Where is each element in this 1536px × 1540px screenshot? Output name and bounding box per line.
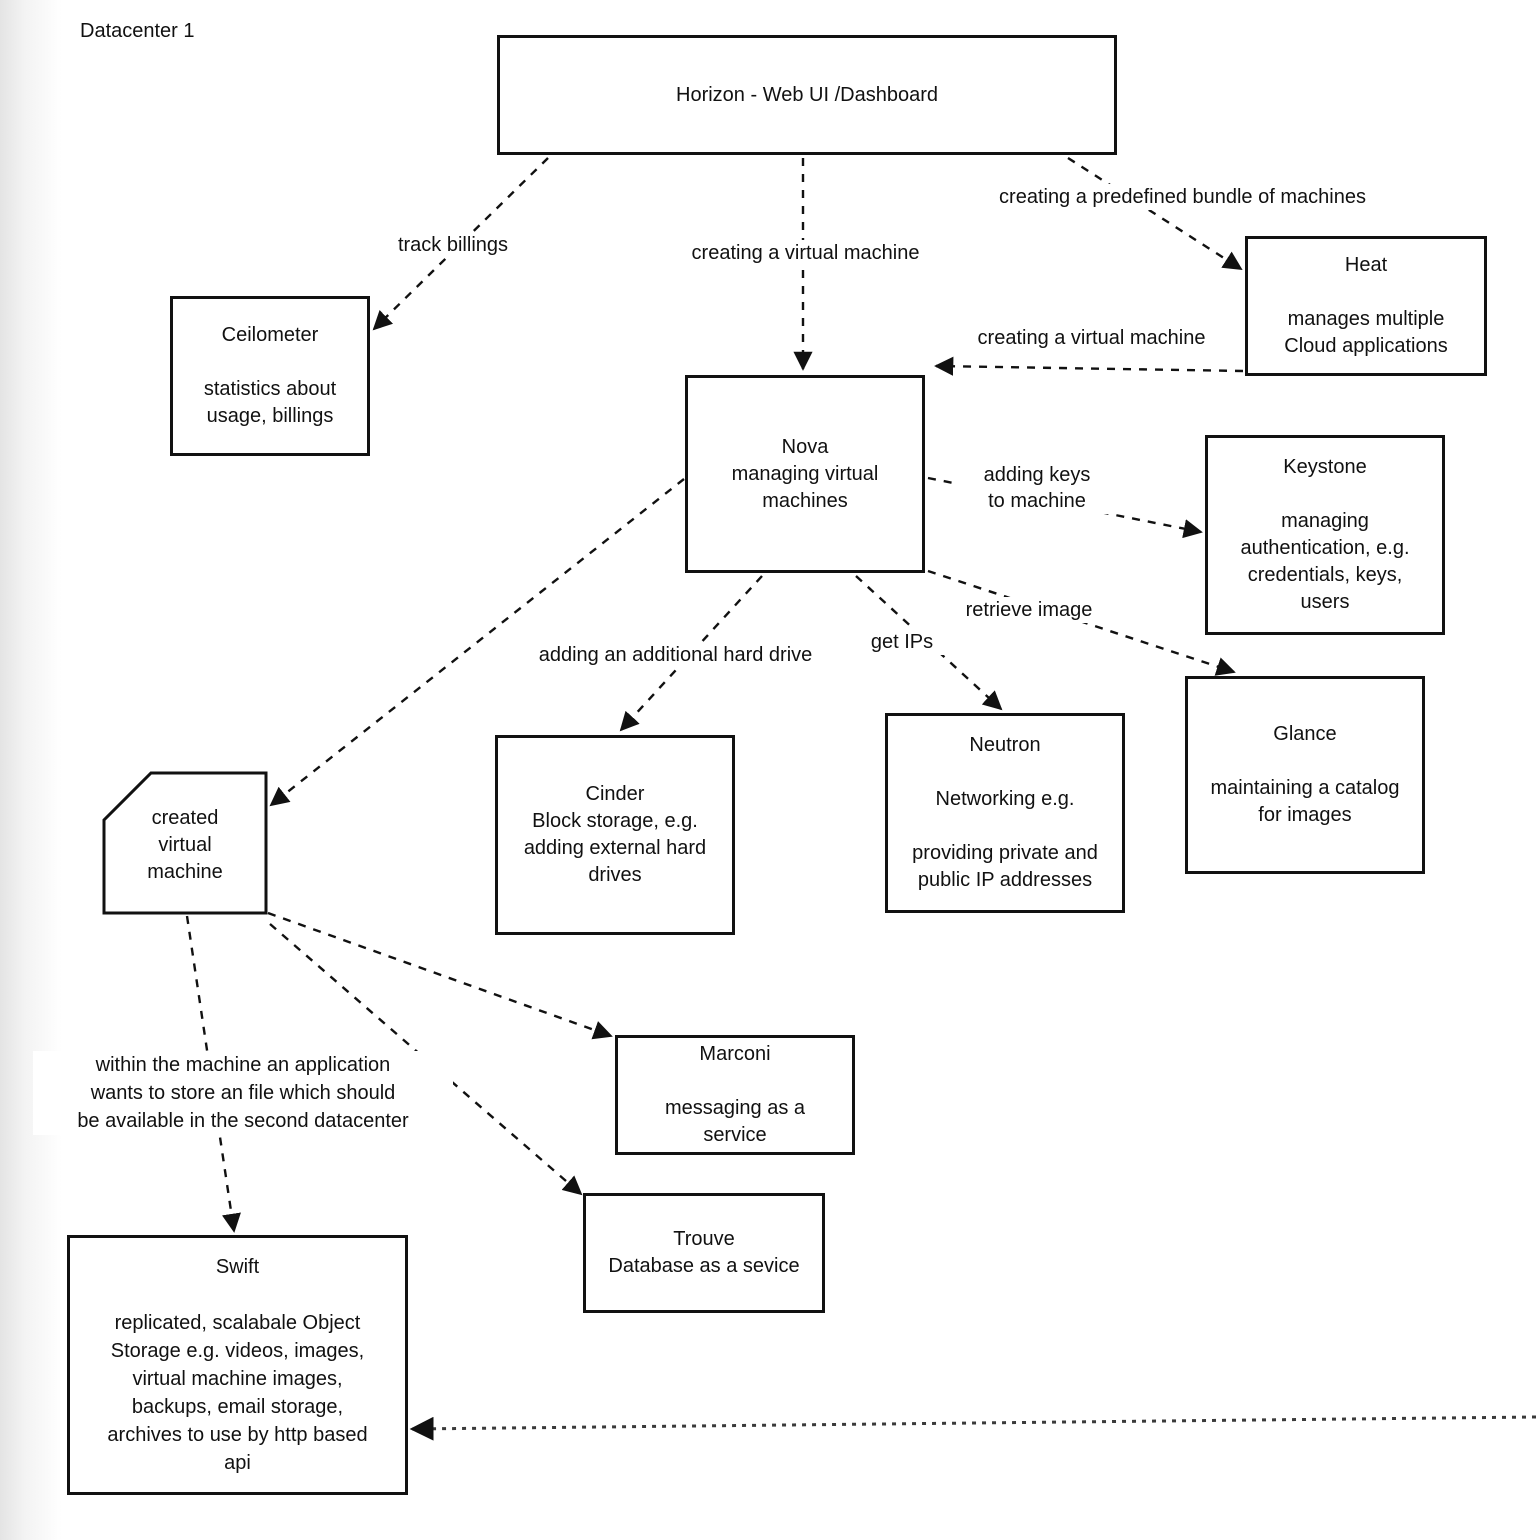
node-nova: Nova managing virtual machines [685,375,925,573]
edge-label-get-ips: get IPs [858,629,946,655]
node-marconi: Marconi messaging as a service [615,1035,855,1155]
edge-label-adding-hard-drive: adding an additional hard drive [518,642,833,668]
edge-label-creating-vm-horizon: creating a virtual machine [663,240,948,266]
edge-label-retrieve-image: retrieve image [948,597,1110,623]
node-horizon: Horizon - Web UI /Dashboard [497,35,1117,155]
edge-label-store-file-note: within the machine an application wants … [33,1051,453,1135]
edge-label-track-billings: track billings [388,232,518,258]
edge-horizon-to-heat [1067,156,1243,271]
node-cinder: Cinder Block storage, e.g. adding extern… [495,735,735,935]
diagram-title: Datacenter 1 [80,20,195,42]
edge-label-creating-vm-heat: creating a virtual machine [948,325,1235,351]
page-edge-shadow [0,0,62,1540]
node-trouve: Trouve Database as a sevice [583,1193,825,1313]
node-glance: Glance maintaining a catalog for images [1185,676,1425,874]
edge-external-to-swift [409,1415,1536,1441]
node-ceilometer: Ceilometer statistics about usage, billi… [170,296,370,456]
node-neutron: Neutron Networking e.g. providing privat… [885,713,1125,913]
node-heat: Heat manages multiple Cloud applications [1245,236,1487,376]
edge-label-adding-keys: adding keys to machine [958,462,1116,514]
edge-label-creating-bundle: creating a predefined bundle of machines [955,184,1410,210]
edge-heat-to-nova [934,356,1244,376]
node-created-virtual-machine: created virtual machine [147,806,223,883]
node-keystone: Keystone managing authentication, e.g. c… [1205,435,1445,635]
node-swift: Swift replicated, scalabale Object Stora… [67,1235,408,1495]
